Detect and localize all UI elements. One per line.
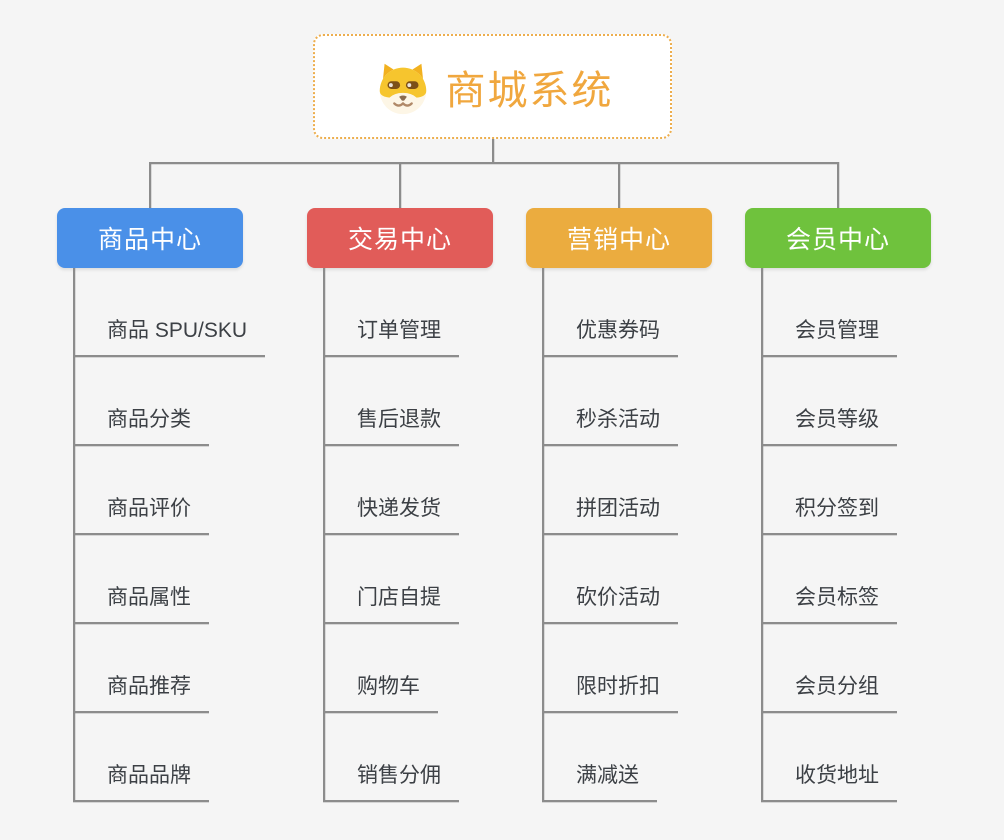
branch-drop-line [618,162,620,208]
branch-node-trade-center[interactable]: 交易中心 [307,208,493,268]
leaf-node[interactable]: 收货地址 [761,762,897,802]
branch-node-member-center[interactable]: 会员中心 [745,208,931,268]
leaf-node[interactable]: 积分签到 [761,495,897,535]
root-node[interactable]: 商城系统 [313,34,672,139]
leaf-node[interactable]: 商品推荐 [73,673,209,713]
leaf-node[interactable]: 拼团活动 [542,495,678,535]
branch-column-trade-center: 交易中心 订单管理 售后退款 快递发货 门店自提 购物车 销售分佣 [307,208,493,808]
dog-face-icon [379,63,426,114]
branch-column-product-center: 商品中心 商品 SPU/SKU 商品分类 商品评价 商品属性 商品推荐 商品品牌 [57,208,266,808]
leaf-node[interactable]: 会员等级 [761,406,897,446]
branch-column-member-center: 会员中心 会员管理 会员等级 积分签到 会员标签 会员分组 收货地址 [745,208,931,808]
branch-node-product-center[interactable]: 商品中心 [57,208,243,268]
leaf-node[interactable]: 优惠券码 [542,317,678,357]
branch-trunk-line [761,268,763,802]
branch-drop-line [837,162,839,208]
leaf-node[interactable]: 门店自提 [323,584,459,624]
branch-trunk-line [542,268,544,802]
leaf-node[interactable]: 会员标签 [761,584,897,624]
leaf-node[interactable]: 商品属性 [73,584,209,624]
leaf-node[interactable]: 商品评价 [73,495,209,535]
leaf-node[interactable]: 商品 SPU/SKU [73,317,266,357]
leaf-node[interactable]: 快递发货 [323,495,459,535]
branch-drop-line [399,162,401,208]
branch-node-marketing-center[interactable]: 营销中心 [526,208,712,268]
branch-trunk-line [323,268,325,802]
leaf-node[interactable]: 砍价活动 [542,584,678,624]
leaf-node[interactable]: 会员分组 [761,673,897,713]
branch-drop-line [149,162,151,208]
branch-bus-line [149,162,839,164]
branch-trunk-line [73,268,75,802]
leaf-node[interactable]: 满减送 [542,762,657,802]
root-title: 商城系统 [445,68,614,113]
leaf-node[interactable]: 商品分类 [73,406,209,446]
branch-column-marketing-center: 营销中心 优惠券码 秒杀活动 拼团活动 砍价活动 限时折扣 满减送 [526,208,712,808]
leaf-node[interactable]: 订单管理 [323,317,459,357]
leaf-node[interactable]: 限时折扣 [542,673,678,713]
leaf-node[interactable]: 购物车 [323,673,438,713]
leaf-node[interactable]: 商品品牌 [73,762,209,802]
leaf-node[interactable]: 秒杀活动 [542,406,678,446]
root-connector-line [492,139,494,163]
leaf-node[interactable]: 会员管理 [761,317,897,357]
leaf-node[interactable]: 售后退款 [323,406,459,446]
leaf-node[interactable]: 销售分佣 [323,762,459,802]
